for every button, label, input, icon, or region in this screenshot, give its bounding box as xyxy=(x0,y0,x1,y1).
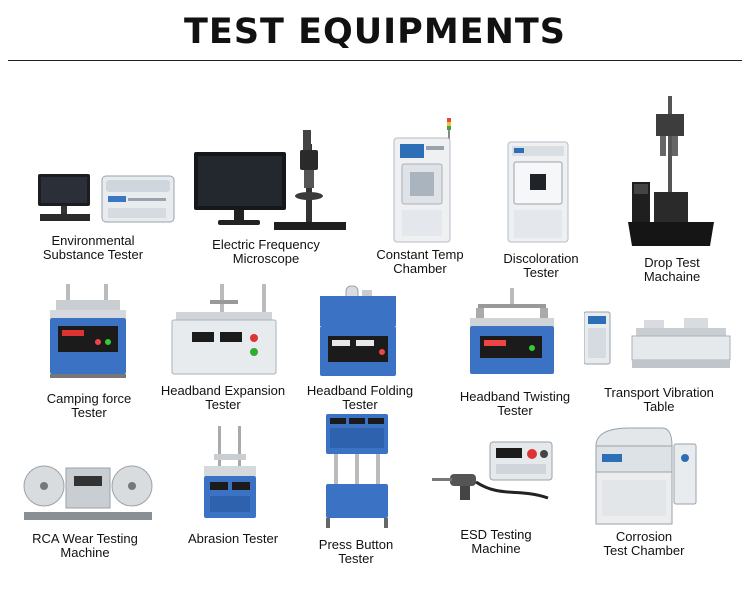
rca-wear-tester-icon xyxy=(23,465,153,520)
uv-chamber-icon xyxy=(507,141,569,243)
vibration-table-icon xyxy=(584,311,731,368)
equipment-label: Abrasion Tester xyxy=(187,531,279,546)
headband-folding-icon xyxy=(320,285,396,376)
abrasion-tester-icon xyxy=(204,426,256,518)
headband-expansion-icon xyxy=(171,284,277,375)
esd-gun-icon xyxy=(432,441,553,500)
drop-tower-icon xyxy=(628,96,714,246)
salt-spray-chamber-icon xyxy=(595,427,697,525)
title-divider xyxy=(8,60,742,61)
clamping-tester-icon xyxy=(50,284,126,378)
xrf-analyzer-icon xyxy=(38,174,175,223)
headband-twisting-icon xyxy=(470,288,554,374)
microscope-monitor-icon xyxy=(194,130,346,230)
equipment-item-abrasion-tester: Abrasion Tester xyxy=(168,426,298,556)
press-button-tester-icon xyxy=(326,414,388,528)
page-title: TEST EQUIPMENTS xyxy=(184,12,566,52)
temperature-chamber-icon xyxy=(393,118,451,243)
